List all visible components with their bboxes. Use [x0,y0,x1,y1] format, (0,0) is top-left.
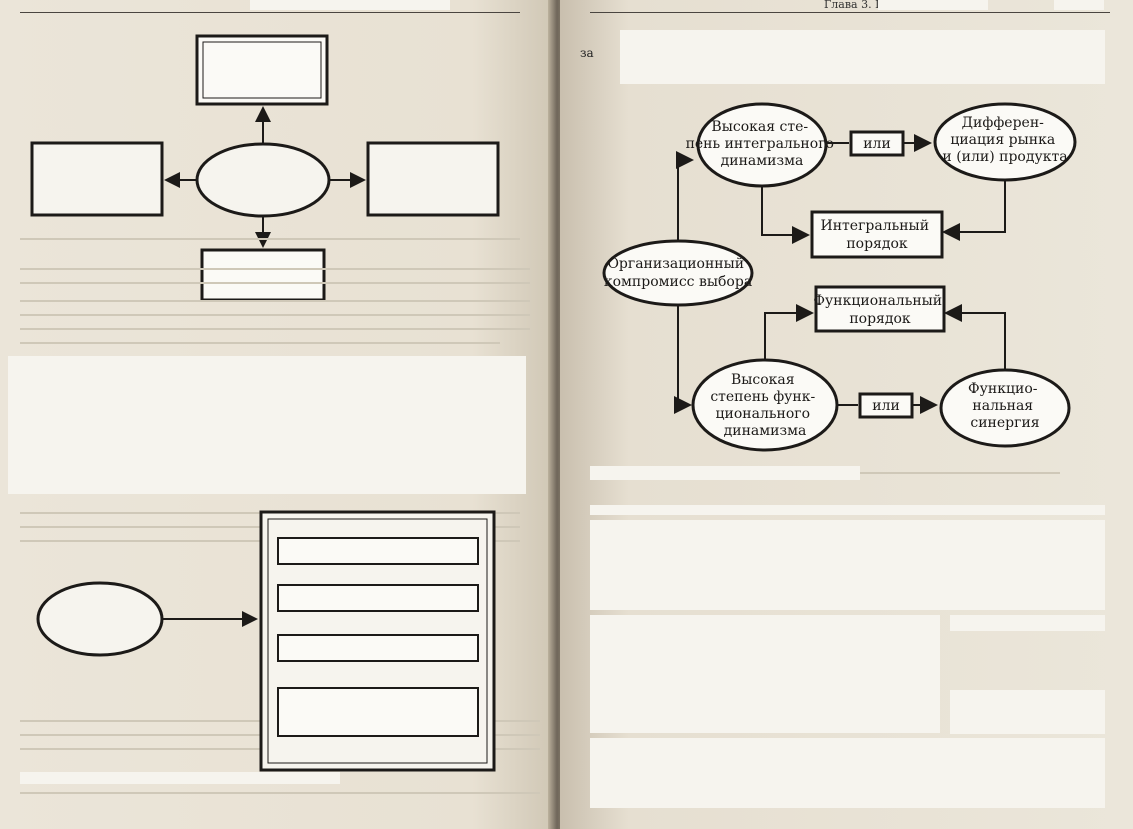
left-box-right [366,141,500,217]
svg-text:Интегральный порядок: Интегральный порядок [821,218,934,252]
svg-text:Высокая сте- пень интегр: Высокая сте- пень интегрального динамизм… [686,119,839,169]
right-page: Глава 3. П за Вы [560,0,1133,829]
left-bottom-ellipse [36,581,164,657]
svg-text:Функцио- нальная с: Функцио- нальная синергия [968,381,1042,431]
left-diagram [30,34,500,300]
top-text-redaction [620,30,1105,84]
node-functional-order [814,285,946,333]
running-header: Глава 3. П [824,0,885,11]
node-integral-order [810,210,944,259]
header-rule [20,12,520,13]
svg-text:Организационный компроми: Организационный компромисс выбора [604,256,752,290]
or-box-bottom [858,392,914,419]
left-box-top [195,34,329,106]
left-caption-redaction [20,772,340,784]
or-box-top [849,130,905,157]
node-differentiation [933,102,1077,182]
node-functional-dynamism [691,358,839,452]
margin-word: за [580,46,594,60]
text-redaction-3 [590,615,940,733]
text-redaction-6 [590,738,1105,808]
left-center-ellipse [195,142,331,218]
left-page [0,0,556,829]
text-redaction-2 [590,520,1105,610]
left-box-left [30,141,164,217]
svg-text:Дифферен- циация рынка: Дифферен- циация рынка и (или) продукта [942,115,1067,165]
caption-redaction [590,466,860,480]
svg-text:или: или [872,398,900,414]
svg-text:Высокая степень функ-: Высокая степень функ- ционального динами… [710,372,819,439]
pagenum-redaction [1054,0,1104,10]
svg-text:или: или [863,136,891,152]
text-redaction-1 [590,505,1105,515]
header-redaction [250,0,450,10]
text-redaction-5 [950,690,1105,734]
node-functional-synergy [939,368,1071,448]
node-integral-dynamism [696,102,828,188]
left-bottom-diagram [36,510,496,772]
svg-text:Функциональный порядок: Функциональный порядок [813,293,946,327]
text-redaction-4 [950,615,1105,631]
left-text-redaction [8,356,526,494]
choice-compromise-diagram: Высокая сте- пень интегрального динамизм… [602,102,1077,452]
left-box-bottom [200,248,326,300]
header-rule-right [590,12,1110,13]
node-compromise [602,239,754,307]
header-redaction-right [878,0,988,10]
